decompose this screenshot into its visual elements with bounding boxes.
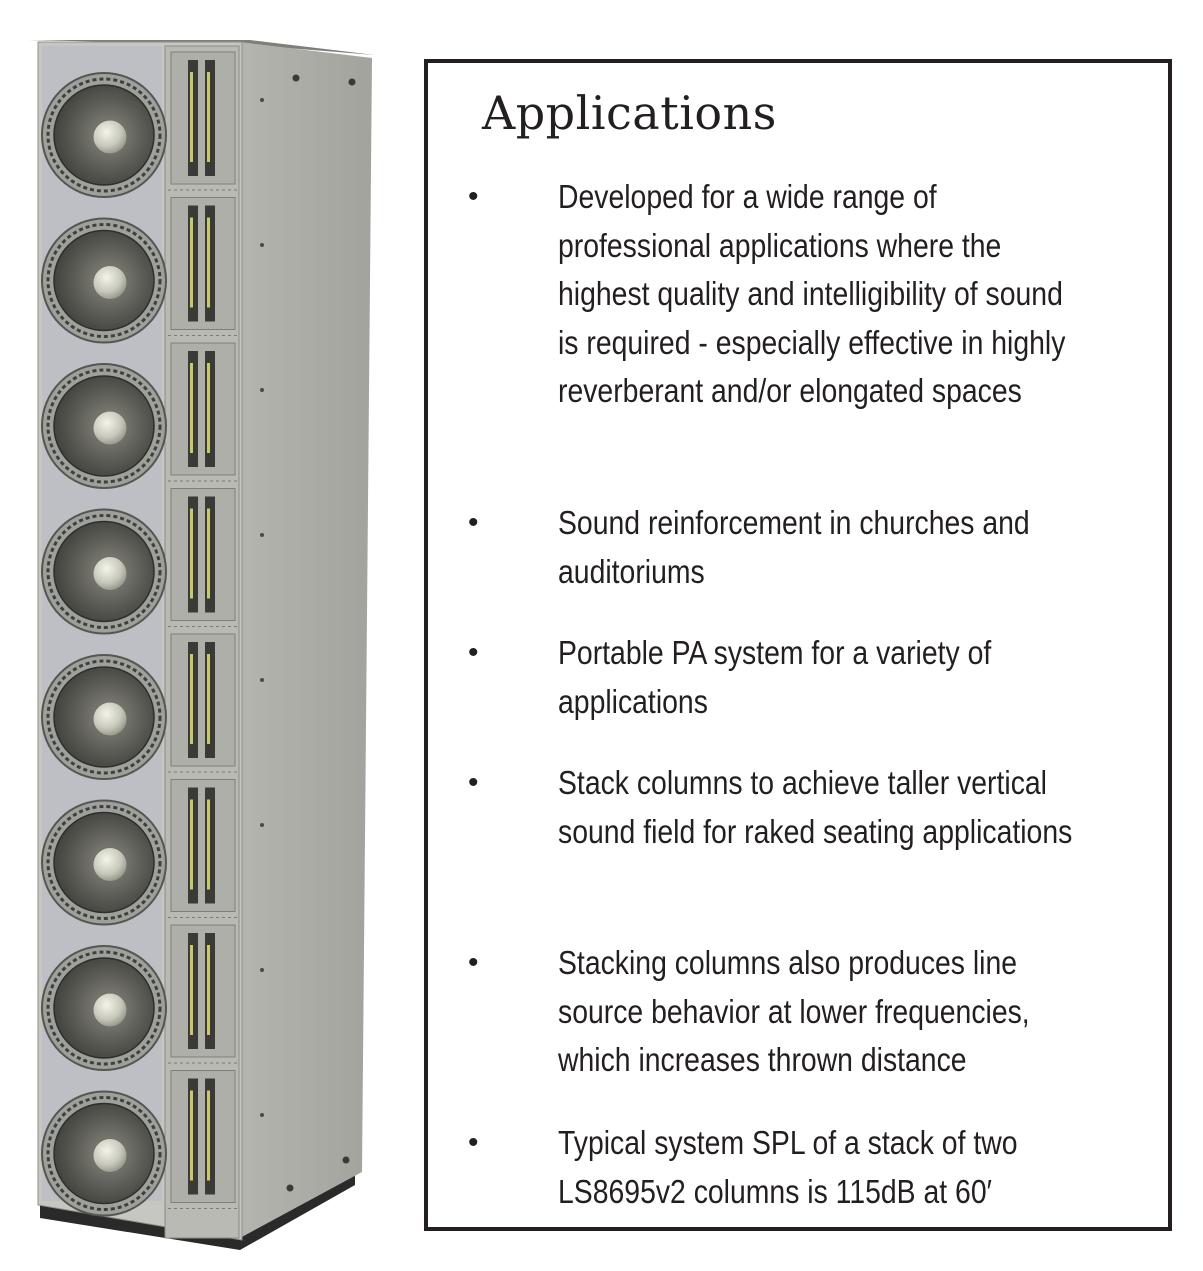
bullet-icon: •	[468, 766, 479, 799]
woofer-driver	[41, 217, 167, 344]
screw	[348, 78, 356, 86]
woofer-driver	[41, 72, 167, 198]
list-item-text: Developed for a wide range of profession…	[558, 178, 1066, 409]
screw	[260, 678, 264, 682]
bullet-icon: •	[468, 1126, 479, 1159]
bullet-icon: •	[468, 180, 479, 213]
woofer-driver	[41, 654, 167, 780]
tweeter-slot	[168, 633, 238, 773]
screw	[292, 74, 300, 82]
tweeter-slot	[168, 51, 238, 191]
speaker-side-panel	[240, 42, 372, 1238]
screw	[342, 1156, 350, 1164]
bullet-icon: •	[468, 946, 479, 979]
screw	[260, 98, 264, 102]
woofer-driver	[41, 508, 167, 635]
woofer-driver	[41, 945, 167, 1071]
woofer-driver	[41, 799, 167, 926]
tweeter-slot	[168, 924, 238, 1064]
woofer-driver	[41, 363, 167, 489]
speaker-column-illustration	[28, 40, 375, 1250]
list-item-text: Stacking columns also produces line sour…	[558, 944, 1030, 1078]
screw	[260, 1113, 264, 1117]
screw	[260, 968, 264, 972]
bullet-icon: •	[468, 506, 479, 539]
screw	[286, 1184, 294, 1192]
screw	[260, 388, 264, 392]
applications-panel: Applications • Developed for a wide rang…	[424, 59, 1172, 1231]
woofer-driver	[41, 1090, 167, 1217]
tweeter-slot	[168, 197, 238, 336]
list-item-text: Typical system SPL of a stack of two LS8…	[558, 1124, 1018, 1210]
tweeter-slot	[168, 488, 238, 627]
tweeter-slot	[168, 779, 238, 918]
tweeter-slot	[168, 342, 238, 482]
screw	[260, 533, 264, 537]
list-item-text: Portable PA system for a variety of appl…	[558, 634, 992, 720]
tweeter-slot	[168, 1070, 238, 1209]
screw	[260, 243, 264, 247]
screw	[260, 823, 264, 827]
bullet-icon: •	[468, 636, 479, 669]
list-item-text: Sound reinforcement in churches and audi…	[558, 504, 1030, 590]
panel-title: Applications	[482, 86, 777, 140]
list-item-text: Stack columns to achieve taller vertical…	[558, 764, 1073, 850]
